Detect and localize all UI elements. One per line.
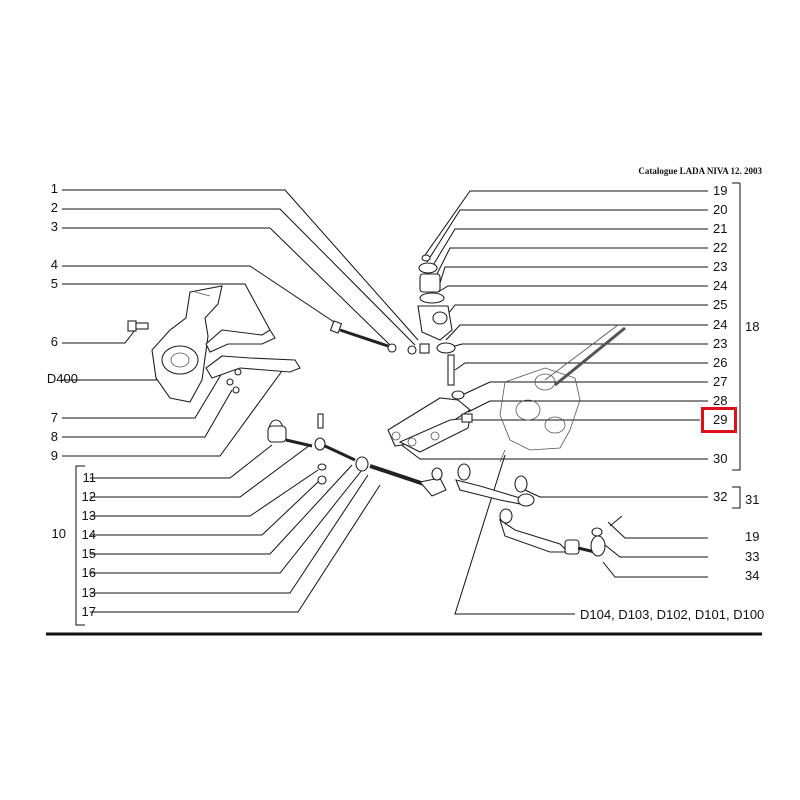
callout-15: 15 [81, 546, 96, 561]
callout-32: 32 [713, 489, 728, 504]
callout-24b: 24 [713, 317, 728, 332]
steering-knuckle [151, 285, 223, 403]
callout-30: 30 [713, 451, 728, 466]
callout-14: 14 [81, 527, 96, 542]
idler-arms [387, 397, 473, 453]
callout-d400: D400 [46, 371, 78, 386]
callout-12: 12 [81, 489, 96, 504]
callout-2: 2 [50, 200, 58, 215]
callout-5: 5 [50, 276, 58, 291]
idler-bracket [417, 254, 465, 400]
steering-arms [205, 329, 301, 394]
callout-10: 10 [51, 526, 66, 541]
callout-23a: 23 [713, 259, 728, 274]
callout-27: 27 [713, 374, 728, 389]
bolt-6 [127, 320, 149, 332]
callout-1: 1 [50, 181, 58, 196]
callout-7: 7 [50, 410, 58, 425]
left-tie-rod [267, 413, 447, 497]
callout-31: 31 [745, 492, 760, 507]
callout-23b: 23 [713, 336, 728, 351]
callout-19a: 19 [713, 183, 728, 198]
long-bolt-4 [329, 320, 430, 355]
callout-19b: 19 [745, 529, 760, 544]
callout-33: 33 [745, 549, 760, 564]
callout-4: 4 [50, 257, 58, 272]
callout-26: 26 [713, 355, 728, 370]
steering-gearbox [499, 324, 626, 463]
callout-22: 22 [713, 240, 728, 255]
callout-25: 25 [713, 297, 728, 312]
callout-17: 17 [81, 604, 96, 619]
applicability-codes: D104, D103, D102, D101, D100 [580, 607, 765, 622]
callout-16: 16 [81, 565, 96, 580]
callout-29: 29 [713, 412, 728, 427]
callout-24a: 24 [713, 278, 728, 293]
callout-11: 11 [82, 470, 97, 485]
left-leader-lines [46, 189, 762, 636]
callout-28: 28 [713, 393, 728, 408]
callout-6: 6 [50, 334, 58, 349]
callout-21: 21 [713, 221, 728, 236]
callout-13a: 13 [81, 508, 96, 523]
callout-20: 20 [713, 202, 728, 217]
right-tie-rod [455, 463, 623, 557]
right-leader-lines [394, 182, 741, 615]
callout-13b: 13 [81, 585, 96, 600]
callout-3: 3 [50, 219, 58, 234]
callout-18: 18 [745, 319, 760, 334]
catalogue-caption: Catalogue LADA NIVA 12. 2003 [638, 166, 762, 176]
callout-9: 9 [50, 448, 58, 463]
highlight-box-29 [701, 407, 737, 433]
callout-8: 8 [50, 429, 58, 444]
callout-34: 34 [745, 568, 760, 583]
